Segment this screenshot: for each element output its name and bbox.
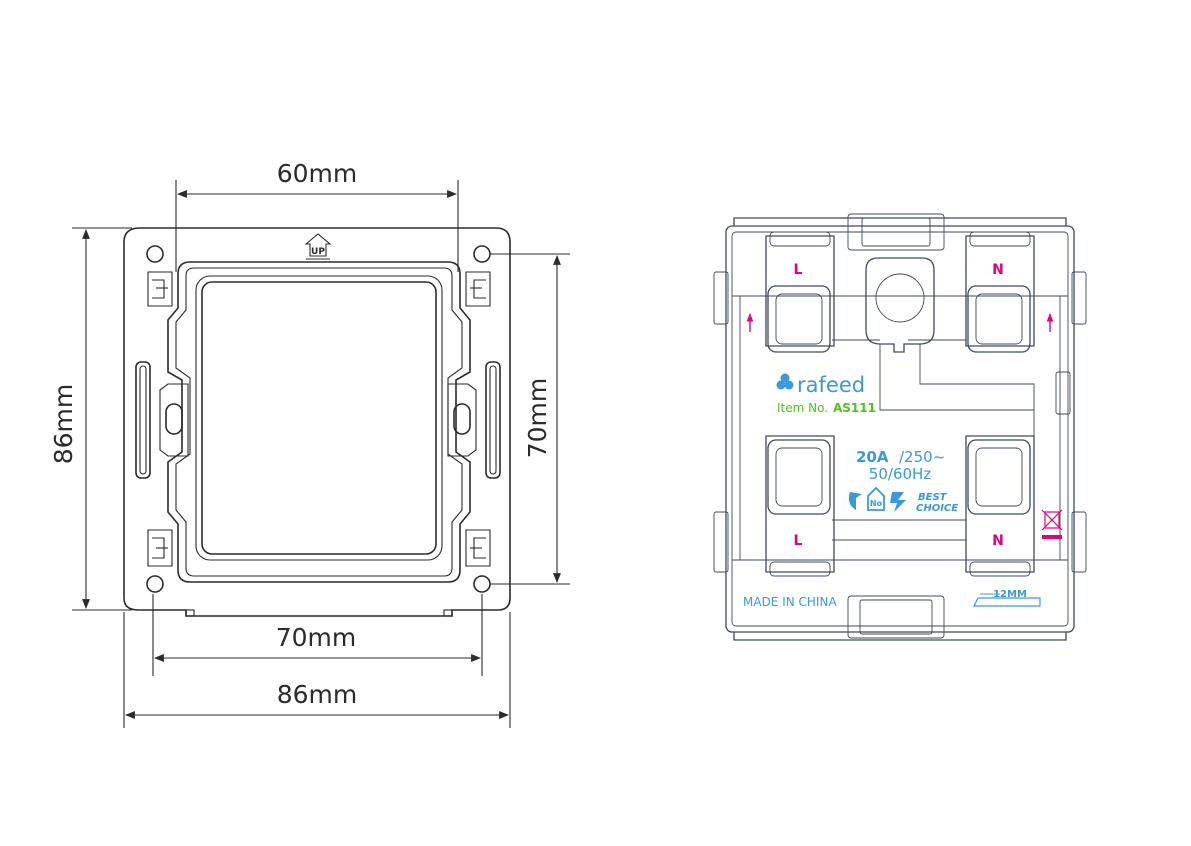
clip-tab-bottom-right [465, 529, 491, 567]
dimension-bottom-70mm: 70mm [152, 594, 483, 676]
terminal-label-top-left: L [794, 262, 803, 278]
center-hook [865, 257, 935, 353]
clip-tab-bottom-left [147, 529, 173, 567]
dim-label-left: 86mm [49, 384, 78, 465]
terminal-label-top-right: N [992, 262, 1004, 278]
brand-name: rafeed [797, 373, 865, 397]
side-clip-left-bottom [713, 511, 729, 573]
up-mark-label: UP [311, 247, 325, 257]
frame-window [201, 281, 437, 555]
terminal-top-left: L [765, 231, 835, 353]
rating-frequency: 50/60Hz [869, 465, 932, 483]
best-choice-line-2: CHOICE [916, 503, 958, 514]
oval-hole-right [453, 403, 471, 435]
up-mark-icon: UP [304, 233, 332, 260]
mounting-frame-drawing: UP [49, 159, 570, 728]
dim-label-bottom-outer: 86mm [277, 680, 358, 709]
dimension-top-60mm: 60mm [175, 159, 459, 272]
clip-tab-top-left [147, 271, 173, 307]
dimension-right-70mm: 70mm [490, 253, 570, 585]
rating-voltage: /250~ [899, 448, 945, 466]
cert-mark-label: No [870, 499, 883, 508]
rating-current: 20A [856, 448, 889, 466]
item-label: Item No. [777, 401, 828, 415]
side-slot-right [485, 361, 501, 479]
module-body [725, 225, 1075, 633]
dim-label-right: 70mm [523, 378, 552, 459]
brand-mark-icon [776, 373, 794, 390]
cert-shield-icon [867, 486, 885, 511]
best-choice-line-1: BEST [918, 492, 948, 503]
dimension-bottom-86mm: 86mm [123, 612, 511, 728]
terminal-label-bottom-right: N [992, 533, 1004, 549]
cert-bolt-icon [890, 492, 906, 512]
dim-label-top: 60mm [277, 159, 358, 188]
side-clip-right-bottom [1071, 511, 1087, 573]
item-number: AS111 [833, 401, 876, 415]
clip-tab-top-right [465, 271, 491, 307]
made-in-label: MADE IN CHINA [743, 595, 837, 609]
side-clip-right-top [1071, 271, 1087, 325]
mount-hole-bottom-left [146, 575, 164, 593]
dimension-left-86mm: 86mm [49, 227, 132, 611]
terminal-label-bottom-left: L [794, 533, 803, 549]
switch-module-drawing: L N L N [713, 213, 1087, 641]
certification-icons: No BEST CHOICE [848, 486, 958, 514]
strip-length-label: 12MM [993, 589, 1027, 600]
mount-hole-top-left [146, 245, 164, 263]
cert-check-icon [848, 492, 862, 510]
bottom-latch [847, 595, 945, 639]
terminal-top-right: N [965, 231, 1035, 353]
terminal-bottom-left: L [765, 435, 835, 577]
frame-inner-contour [167, 261, 471, 583]
side-slot-left [135, 361, 151, 479]
mount-hole-bottom-right [473, 575, 491, 593]
oval-hole-left [165, 403, 183, 435]
mount-hole-top-right [473, 245, 491, 263]
brand-logo: rafeed [776, 373, 865, 397]
weee-bin-icon [1041, 509, 1063, 539]
side-clip-left-top [713, 271, 729, 325]
dim-label-bottom-inner: 70mm [276, 623, 357, 652]
top-latch [847, 213, 945, 251]
strip-gauge: 12MM [973, 589, 1041, 607]
terminal-bottom-right: N [965, 435, 1035, 577]
